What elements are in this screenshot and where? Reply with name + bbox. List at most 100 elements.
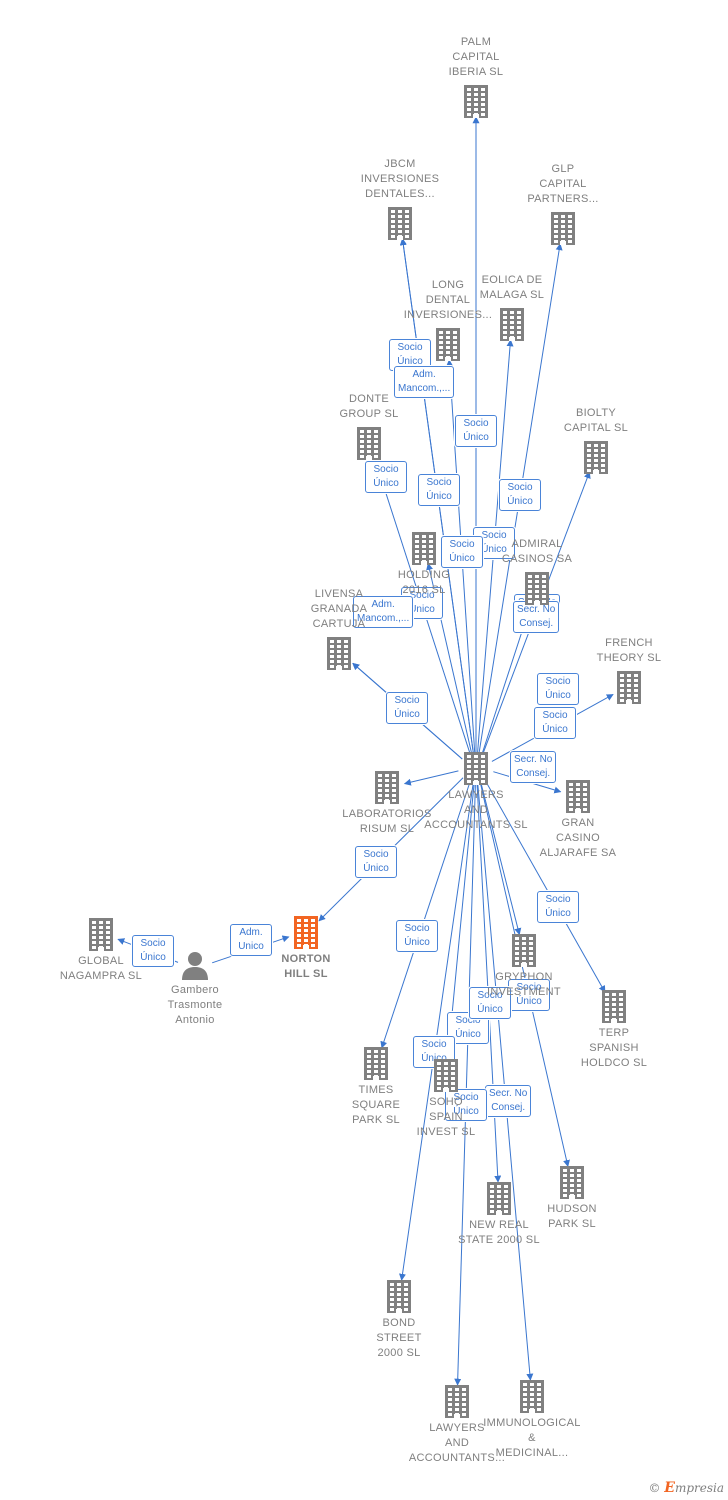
node-label: FRENCH THEORY SL [596, 637, 662, 664]
edge-label-jbcm[interactable]: Socio Único [389, 339, 431, 371]
edge-label-hold2016[interactable]: Socio Único [441, 536, 483, 568]
edge-lawyers-to-labs [403, 770, 459, 786]
edge-label-admiral[interactable]: Secr. No Consej. [513, 601, 560, 633]
building-icon [512, 934, 536, 967]
node-label: SOHO SPAIN INVEST SL [416, 1096, 476, 1138]
node-label: DONTE GROUP SL [339, 393, 399, 420]
edge-label-palm[interactable]: Socio Único [455, 415, 497, 447]
building-icon [551, 212, 575, 245]
node-biolty[interactable]: BIOLTY CAPITAL SL [531, 406, 661, 474]
building-icon [525, 572, 549, 605]
edge-label-labs[interactable]: Socio Único [386, 692, 428, 724]
building-icon [375, 771, 399, 804]
node-label: TERP SPANISH HOLDCO SL [580, 1027, 648, 1069]
building-icon [584, 441, 608, 474]
edge-label-donte[interactable]: Socio Único [365, 461, 407, 493]
node-glp[interactable]: GLP CAPITAL PARTNERS... [498, 162, 628, 245]
node-times[interactable]: TIMES SQUARE PARK SL [311, 1046, 441, 1128]
node-palm[interactable]: PALM CAPITAL IBERIA SL [411, 35, 541, 118]
edge-label-lawyers2[interactable]: Socio Único [445, 1089, 487, 1121]
node-lawyers[interactable]: LAWYERS AND ACCOUNTANTS SL [411, 751, 541, 833]
node-bond[interactable]: BOND STREET 2000 SL [334, 1279, 464, 1361]
node-label: TIMES SQUARE PARK SL [351, 1084, 401, 1126]
node-immuno[interactable]: IMMUNOLOGICAL & MEDICINAL... [467, 1379, 597, 1461]
edge-label-immuno[interactable]: Secr. No Consej. [510, 751, 557, 783]
edge-label-global[interactable]: Socio Único [132, 935, 174, 967]
edge-label-gryphon[interactable]: Socio Único [508, 979, 550, 1011]
building-icon [602, 990, 626, 1023]
edge-label-norton[interactable]: Adm. Unico [230, 924, 272, 956]
edge-lawyers-to-terp [484, 779, 606, 993]
node-hudson[interactable]: HUDSON PARK SL [507, 1165, 637, 1232]
node-donte[interactable]: DONTE GROUP SL [304, 392, 434, 460]
node-label: Gambero Trasmonte Antonio [167, 984, 223, 1026]
building-icon [487, 1182, 511, 1215]
empresia-brand[interactable]: © Empresia [648, 1480, 724, 1496]
node-label: NORTON HILL SL [281, 953, 331, 980]
node-sospain[interactable]: SOHO SPAIN INVEST SL [381, 1058, 511, 1140]
node-admiral[interactable]: ADMIRAL CASINOS SA [472, 537, 602, 605]
node-label: LAWYERS AND ACCOUNTANTS SL [424, 789, 528, 831]
node-label: HUDSON PARK SL [547, 1203, 597, 1230]
node-label: PALM CAPITAL IBERIA SL [448, 36, 504, 78]
node-newreal[interactable]: NEW REAL STATE 2000 SL [434, 1181, 564, 1248]
node-french[interactable]: FRENCH THEORY SL [564, 636, 694, 704]
edge-label-glp[interactable]: Socio Único [499, 479, 541, 511]
building-icon [617, 671, 641, 704]
node-label: LABORATORIOS RISUM SL [342, 808, 432, 835]
edge-lawyers-to-lawyers2 [454, 781, 476, 1386]
edge-label-gran[interactable]: Socio Único [534, 707, 576, 739]
building-icon [387, 1280, 411, 1313]
node-jbcm[interactable]: JBCM INVERSIONES DENTALES... [335, 157, 465, 240]
edge-label-terp[interactable]: Socio Único [537, 891, 579, 923]
edge-label-norton[interactable]: Socio Único [355, 846, 397, 878]
node-labs[interactable]: LABORATORIOS RISUM SL [322, 770, 452, 837]
building-icon [434, 1059, 458, 1092]
building-icon [89, 918, 113, 951]
node-label: HOLDING 2016 SL [397, 569, 451, 596]
edge-lawyers-to-hudson [479, 781, 570, 1168]
node-label: LONG DENTAL INVERSIONES... [403, 279, 493, 321]
edge-label-times[interactable]: Socio Único [396, 920, 438, 952]
person-icon [182, 952, 208, 980]
building-icon [464, 752, 488, 785]
node-hold2016[interactable]: HOLDING 2016 SL [359, 531, 489, 598]
edge-lawyers-to-gryphon [480, 781, 522, 936]
node-label: GRAN CASINO ALJARAFE SA [539, 817, 617, 859]
edge-label-livensa[interactable]: Adm. Mancom.,... [353, 596, 414, 628]
edge-label-hudson[interactable]: Socio Único [469, 987, 511, 1019]
node-label: NEW REAL STATE 2000 SL [458, 1219, 540, 1246]
node-label: BOND STREET 2000 SL [376, 1317, 422, 1359]
node-terp[interactable]: TERP SPANISH HOLDCO SL [549, 989, 679, 1071]
edge-label-french[interactable]: Socio Único [537, 673, 579, 705]
edge-label-long[interactable]: Socio Único [418, 474, 460, 506]
building-icon [412, 532, 436, 565]
building-icon [388, 207, 412, 240]
building-icon [464, 85, 488, 118]
node-eolica[interactable]: EOLICA DE MALAGA SL [447, 273, 577, 341]
edge-lawyers-to-times [380, 781, 471, 1049]
node-gryphon[interactable]: GRYPHON INVESTMENT [459, 933, 589, 1000]
building-icon [436, 328, 460, 361]
edge-label-jbcm[interactable]: Adm. Mancom.,... [394, 366, 455, 398]
node-label: GLP CAPITAL PARTNERS... [527, 163, 599, 205]
node-global[interactable]: GLOBAL NAGAMPRA SL [36, 917, 166, 984]
node-label: LAWYERS AND ACCOUNTANTS... [408, 1422, 506, 1464]
node-livensa[interactable]: LIVENSA GRANADA CARTUJA [274, 587, 404, 670]
brand-initial: E [664, 1480, 675, 1496]
node-long[interactable]: LONG DENTAL INVERSIONES... [383, 278, 513, 361]
node-gambero[interactable]: Gambero Trasmonte Antonio [130, 950, 260, 1028]
brand-name: mpresia [674, 1481, 724, 1495]
node-lawyers2[interactable]: LAWYERS AND ACCOUNTANTS... [392, 1384, 522, 1466]
node-label: IMMUNOLOGICAL & MEDICINAL... [483, 1417, 581, 1459]
node-label: LIVENSA GRANADA CARTUJA [310, 588, 368, 630]
focus-building-icon [294, 916, 318, 949]
building-icon [357, 427, 381, 460]
node-gran[interactable]: GRAN CASINO ALJARAFE SA [513, 779, 643, 861]
building-icon [560, 1166, 584, 1199]
node-norton[interactable]: NORTON HILL SL [241, 915, 371, 982]
building-icon [520, 1380, 544, 1413]
node-label: ADMIRAL CASINOS SA [501, 538, 573, 565]
building-icon [566, 780, 590, 813]
node-label: GLOBAL NAGAMPRA SL [59, 955, 143, 982]
